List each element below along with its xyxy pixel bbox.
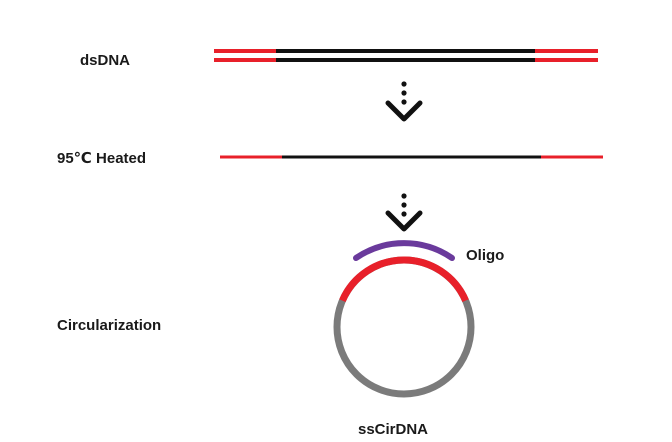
oligo-strand bbox=[353, 240, 455, 261]
dsdna-label: dsDNA bbox=[80, 52, 131, 69]
oligo-label: Oligo bbox=[466, 247, 505, 264]
down-arrow-icon bbox=[385, 81, 423, 122]
sscirdna-label: ssCirDNA bbox=[358, 421, 429, 438]
dsdna-strands bbox=[214, 49, 598, 62]
circle-red-segment bbox=[339, 256, 469, 302]
down-arrow-icon bbox=[385, 193, 423, 232]
circularization-label: Circularization bbox=[57, 317, 162, 334]
heated-label: 95℃ Heated bbox=[57, 150, 147, 167]
sscirdna-circle bbox=[333, 256, 475, 398]
